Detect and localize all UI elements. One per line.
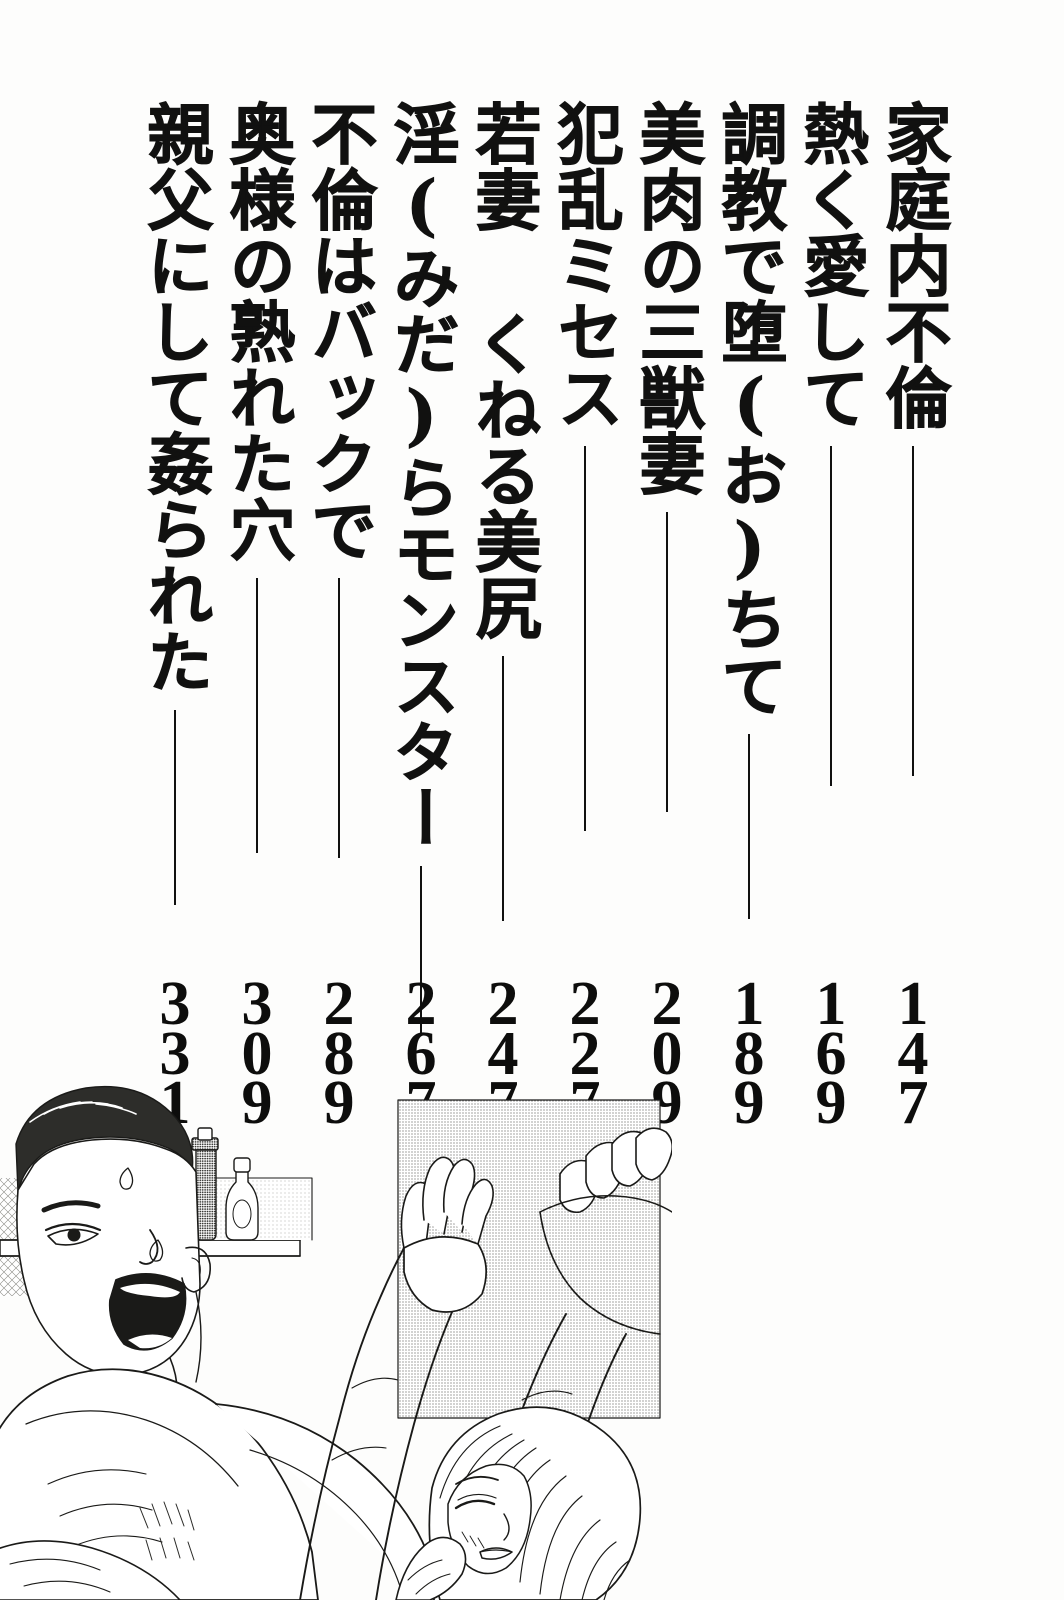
- page-number-digit: 0: [241, 1019, 273, 1088]
- toc-entry[interactable]: 美肉の三獣妻: [628, 100, 707, 812]
- manga-illustration-art: [0, 1085, 672, 1600]
- toc-entry[interactable]: 若妻 くねる美尻: [464, 100, 543, 921]
- page-number-digit: 3: [159, 1019, 191, 1088]
- toc-leader-line: [666, 512, 668, 812]
- page-number-digit: 6: [405, 1019, 437, 1088]
- page-number-digit: 6: [815, 1019, 847, 1088]
- page-number-digit: 8: [733, 1019, 765, 1088]
- toc-entry-title: 美肉の三獣妻: [628, 100, 707, 497]
- toc-entry-title: 調教で堕(お)ちて: [710, 100, 789, 719]
- toc-entry-title: 親父にして姦られた: [136, 100, 215, 695]
- toc-entry[interactable]: 奥様の熟れた穴: [218, 100, 297, 853]
- page-number-digit: 2: [651, 970, 683, 1038]
- toc-entry[interactable]: 調教で堕(お)ちて: [710, 100, 789, 919]
- page-number-digit: 9: [241, 1069, 273, 1138]
- toc-leader-line: [502, 656, 504, 921]
- page-number-digit: 8: [323, 1019, 355, 1088]
- toc-leader-line: [174, 710, 176, 905]
- toc-entry[interactable]: 親父にして姦られた: [136, 100, 215, 905]
- page-number-digit: 2: [323, 970, 355, 1038]
- toc-entry[interactable]: 淫(みだ)らモンスター: [382, 100, 461, 1036]
- page-number-digit: 2: [569, 970, 601, 1038]
- page-number-digit: 9: [323, 1069, 355, 1138]
- toc-leader-line: [830, 446, 832, 786]
- toc-leader-line: [748, 734, 750, 919]
- toc-leader-line: [584, 446, 586, 831]
- page-number-digit: 3: [159, 970, 191, 1038]
- page-number-digit: 1: [733, 970, 765, 1038]
- page-number-digit: 4: [897, 1019, 929, 1088]
- toc-entry[interactable]: 家庭内不倫: [874, 100, 953, 776]
- page-number-digit: 9: [733, 1069, 765, 1138]
- page-number-digit: 2: [405, 970, 437, 1038]
- toc-leader-line: [338, 578, 340, 858]
- toc-leader-line: [256, 578, 258, 853]
- toc-entry-title: 若妻 くねる美尻: [464, 100, 543, 641]
- toc-leader-line: [912, 446, 914, 776]
- page-number-digit: 2: [487, 970, 519, 1038]
- page-number-digit: 2: [569, 1019, 601, 1088]
- toc-entry-title: 熱く愛して: [792, 100, 871, 431]
- toc-entry-title: 淫(みだ)らモンスター: [382, 100, 461, 851]
- toc-entry-title: 奥様の熟れた穴: [218, 100, 297, 563]
- page-number-digit: 3: [241, 970, 273, 1038]
- illustration: [0, 1052, 672, 1600]
- page-number-digit: 1: [897, 970, 929, 1038]
- toc-entry[interactable]: 熱く愛して: [792, 100, 871, 786]
- page-number-digit: 9: [815, 1069, 847, 1138]
- page-number-digit: 7: [897, 1069, 929, 1138]
- page-number-digit: 4: [487, 1019, 519, 1088]
- toc-entry[interactable]: 犯乱ミセス: [546, 100, 625, 831]
- toc-leader-line: [420, 866, 422, 1036]
- page-number-digit: 1: [815, 970, 847, 1038]
- toc-entry-title: 家庭内不倫: [874, 100, 953, 431]
- toc-entry-title: 犯乱ミセス: [546, 100, 625, 431]
- page-number-digit: 0: [651, 1019, 683, 1088]
- toc-entry-title: 不倫はバックで: [300, 100, 379, 563]
- toc-entry[interactable]: 不倫はバックで: [300, 100, 379, 858]
